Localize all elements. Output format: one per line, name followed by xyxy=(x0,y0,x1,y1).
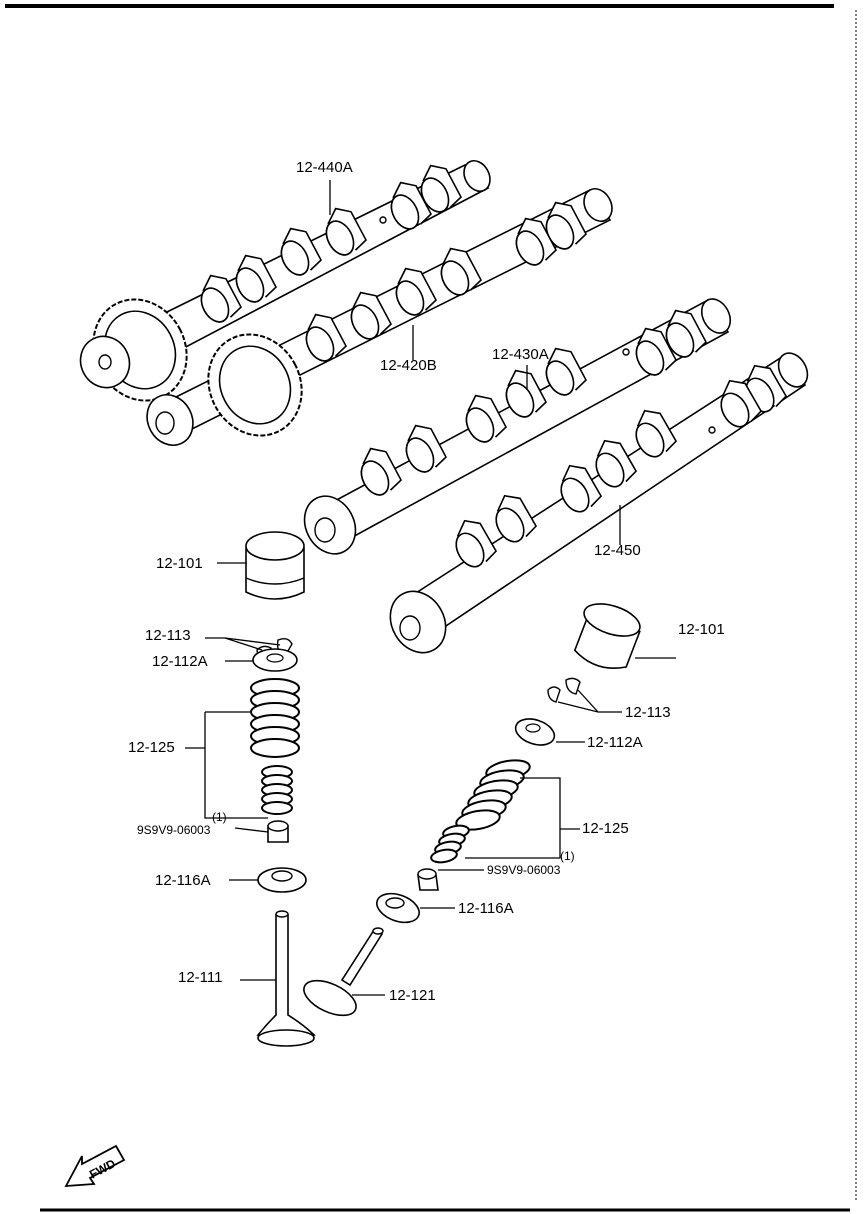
camshaft-12-430A xyxy=(303,298,732,555)
label-camshaft-12-420B: 12-420B xyxy=(380,357,437,374)
outer-spring-left xyxy=(250,678,300,758)
valve-seal-right xyxy=(417,868,439,891)
label-lower-seat-left: 12-116A xyxy=(155,872,211,889)
label-camshaft-12-430A: 12-430A xyxy=(492,346,549,363)
label-tappet-right: 12-101 xyxy=(678,621,725,638)
tappet-left xyxy=(245,531,305,600)
label-upper-seat-right: 12-112A xyxy=(587,734,643,751)
label-keeper-left: 12-113 xyxy=(145,627,191,644)
label-intake-valve: 12-121 xyxy=(389,987,436,1004)
keeper-right xyxy=(547,677,581,703)
fwd-arrow-icon: FWD xyxy=(64,1144,126,1188)
label-camshaft-12-440A: 12-440A xyxy=(296,159,353,176)
label-exhaust-valve: 12-111 xyxy=(178,969,223,986)
label-spring-left: 12-125 xyxy=(128,739,175,756)
outer-spring-right xyxy=(455,759,531,831)
tappet-right xyxy=(573,603,641,669)
label-upper-seat-left: 12-112A xyxy=(152,653,208,670)
label-spring-right: 12-125 xyxy=(582,820,629,837)
label-keeper-right: 12-113 xyxy=(625,704,671,721)
lower-seat-left xyxy=(257,867,307,893)
label-lower-seat-right: 12-116A xyxy=(458,900,514,917)
leader-lines xyxy=(185,180,676,996)
intake-valve-right xyxy=(303,927,384,1017)
camshaft-12-420B xyxy=(146,187,613,446)
label-seal-left: 9S9V9-06003 xyxy=(137,823,211,837)
camshaft-12-450 xyxy=(389,352,809,654)
label-seal-qty-left: (1) xyxy=(212,810,227,824)
label-seal-right: 9S9V9-06003 xyxy=(487,863,561,877)
label-tappet-left: 12-101 xyxy=(156,555,203,572)
lower-seat-right xyxy=(376,892,420,924)
label-camshaft-12-450: 12-450 xyxy=(594,542,641,559)
inner-spring-left xyxy=(261,765,293,815)
exhaust-valve-left xyxy=(256,910,316,1047)
label-seal-qty-right: (1) xyxy=(560,849,575,863)
inner-spring-right xyxy=(430,824,470,864)
upper-seat-left xyxy=(252,648,298,672)
camshaft-12-440A xyxy=(79,159,491,402)
valve-seal-left xyxy=(267,820,289,843)
upper-seat-right xyxy=(514,718,556,746)
